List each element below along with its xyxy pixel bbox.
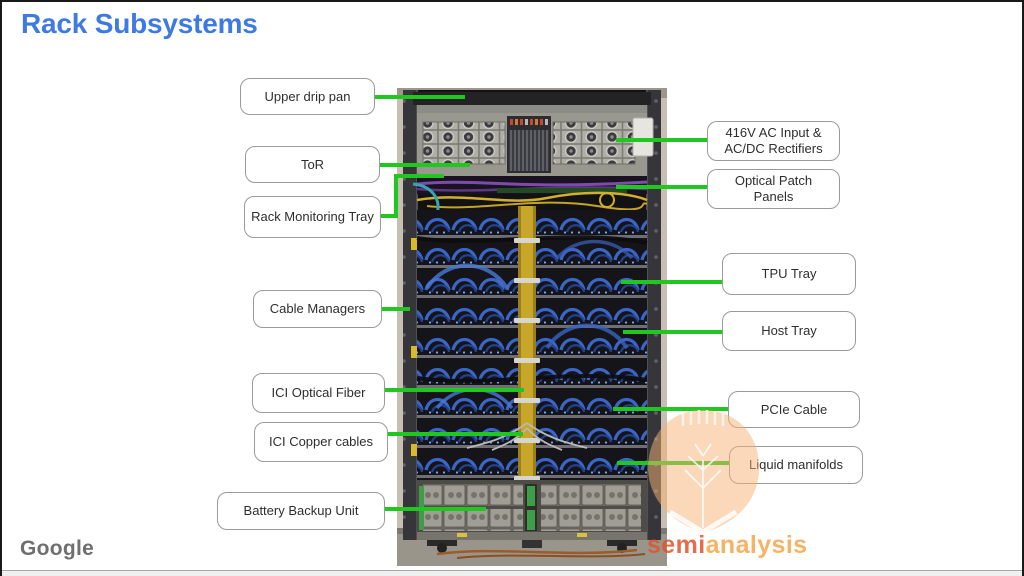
connector-rack-monitoring-tray: [394, 174, 398, 218]
label-ac-input-rectifiers: 416V AC Input & AC/DC Rectifiers: [707, 121, 840, 161]
page-title: Rack Subsystems: [21, 8, 258, 39]
label-optical-patch-panels: Optical Patch Panels: [707, 169, 840, 209]
connector-liquid-manifolds: [617, 461, 729, 465]
connector-rack-monitoring-tray: [379, 214, 398, 218]
connector-ici-copper-cables: [387, 432, 523, 436]
label-liquid-manifolds: Liquid manifolds: [729, 446, 863, 484]
connector-upper-drip-pan: [371, 95, 465, 99]
rack-photo: [397, 88, 667, 566]
label-host-tray: Host Tray: [722, 311, 856, 351]
connector-tor: [376, 163, 470, 167]
semianalysis-watermark: semianalysis: [647, 531, 807, 560]
connector-pcie-cable: [613, 407, 728, 411]
connector-ac-input-rectifiers: [616, 138, 709, 142]
google-logo: Google: [20, 537, 95, 560]
label-cable-managers: Cable Managers: [253, 290, 382, 328]
connector-host-tray: [623, 330, 723, 334]
label-ici-copper-cables: ICI Copper cables: [254, 422, 388, 462]
connector-tpu-tray: [621, 280, 723, 284]
connector-optical-patch-panels: [616, 185, 709, 189]
label-upper-drip-pan: Upper drip pan: [240, 78, 375, 115]
label-rack-monitoring-tray: Rack Monitoring Tray: [244, 196, 381, 238]
connector-cable-managers: [381, 307, 410, 311]
label-battery-backup-unit: Battery Backup Unit: [217, 492, 385, 530]
connector-rack-monitoring-tray: [394, 174, 444, 178]
label-ici-optical-fiber: ICI Optical Fiber: [252, 373, 385, 413]
label-tpu-tray: TPU Tray: [722, 253, 856, 295]
label-tor: ToR: [245, 146, 380, 183]
slide-bottom-edge: [0, 570, 1024, 576]
connector-ici-optical-fiber: [383, 388, 524, 392]
label-pcie-cable: PCIe Cable: [728, 391, 860, 428]
connector-battery-backup-unit: [383, 507, 486, 511]
watermark-analysis: analysis: [705, 531, 808, 559]
